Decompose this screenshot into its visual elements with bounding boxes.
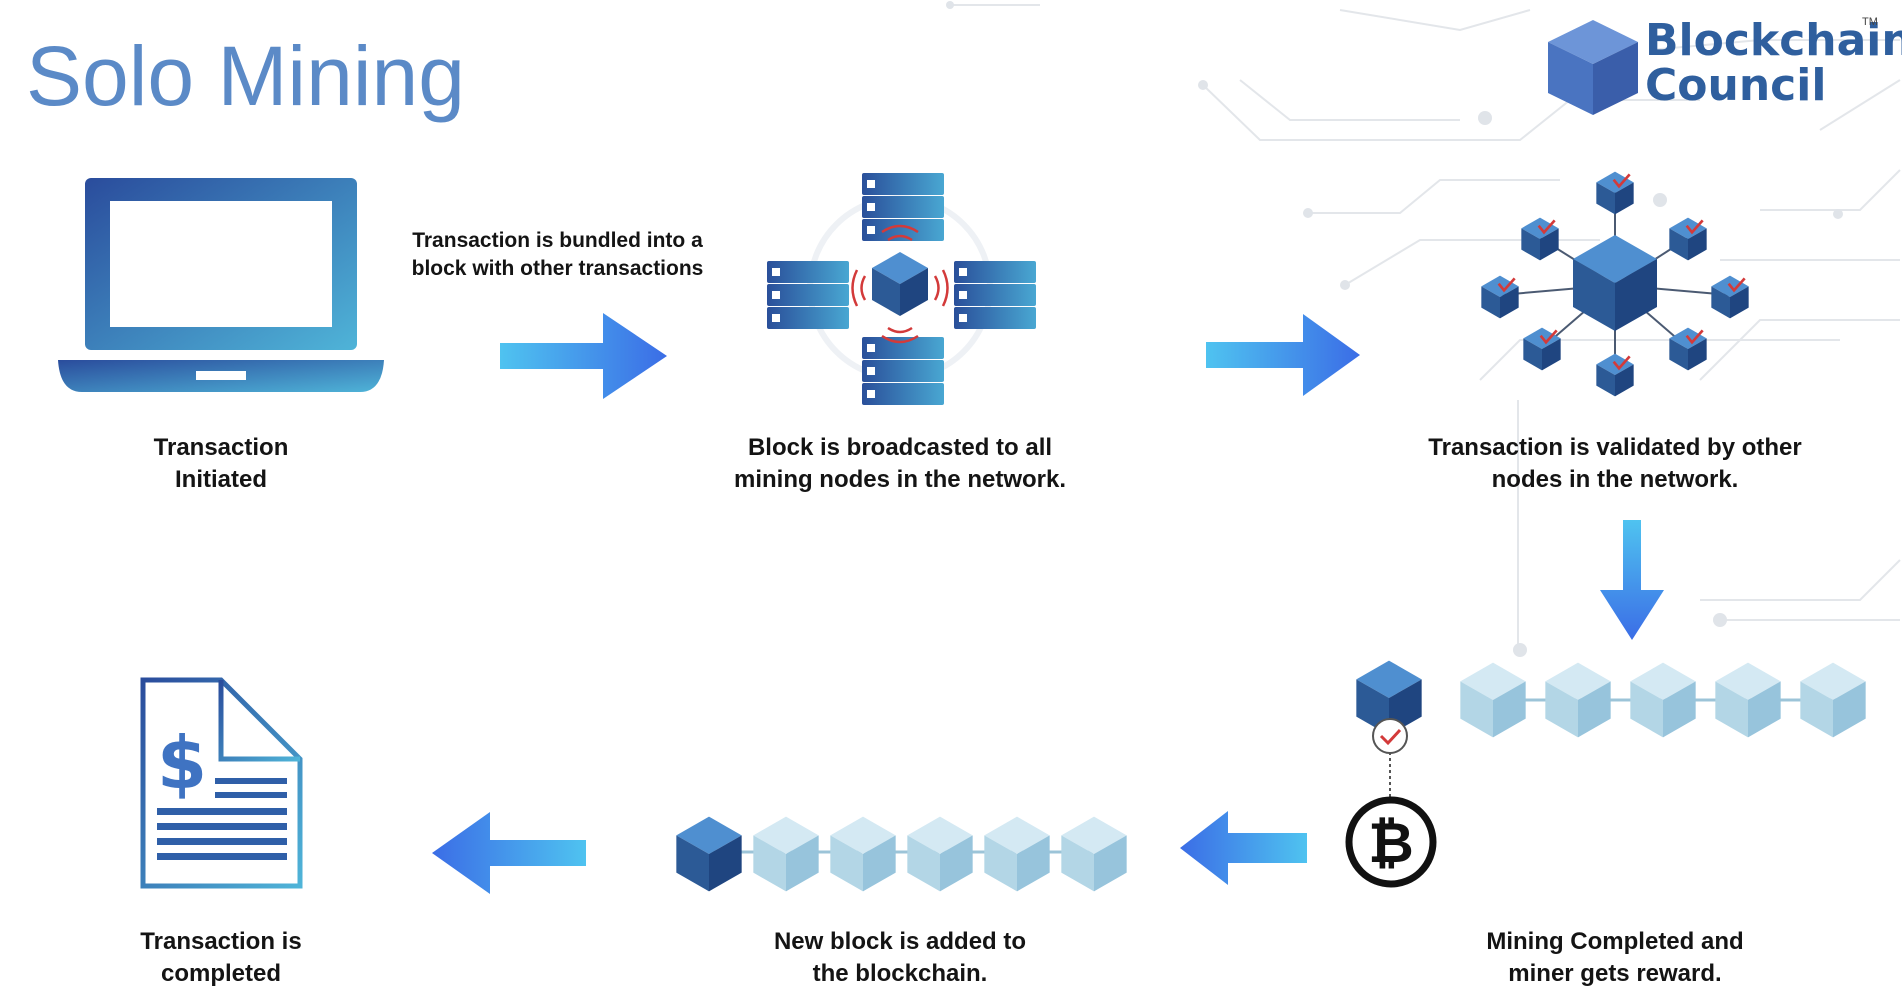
network-cube-icon — [1480, 170, 1750, 398]
arrow-right-1 — [500, 313, 667, 399]
brand-logo-icon — [1548, 20, 1638, 115]
step-transaction-validated: Transaction is validated by other nodes … — [1428, 434, 1802, 493]
svg-text:$: $ — [157, 721, 207, 805]
check-badge-icon — [1372, 718, 1408, 754]
new-blockchain-row — [676, 816, 1127, 892]
arrow-down — [1600, 520, 1664, 640]
mined-blockchain-row — [1356, 660, 1866, 800]
arrow-left-2 — [432, 812, 586, 894]
server-node-icon — [767, 173, 1036, 405]
bitcoin-icon: ₿ — [1345, 796, 1437, 888]
invoice-dollar-icon: $ — [140, 677, 303, 889]
step-transaction-completed: Transaction is completed — [140, 928, 302, 987]
step-mining-completed: Mining Completed and miner gets reward. — [1486, 928, 1744, 987]
brand-line-1: Blockchain — [1645, 15, 1902, 66]
arrow-right-2 — [1206, 314, 1360, 396]
step-bundled-note: Transaction is bundled into a block with… — [411, 229, 704, 280]
circuit-background — [946, 1, 1901, 657]
brand-line-2: Council — [1645, 60, 1827, 111]
step-block-added: New block is added to the blockchain. — [773, 928, 1027, 987]
arrow-left-1 — [1180, 811, 1307, 885]
brand-name: Blockchain Council — [1645, 18, 1902, 108]
laptop-icon — [58, 178, 384, 392]
step-block-broadcast: Block is broadcasted to all mining nodes… — [733, 434, 1066, 493]
trademark-mark: TM — [1862, 16, 1878, 28]
page-title: Solo Mining — [26, 29, 465, 123]
step-transaction-initiated: Transaction Initiated — [153, 434, 289, 493]
svg-text:₿: ₿ — [1368, 811, 1414, 876]
